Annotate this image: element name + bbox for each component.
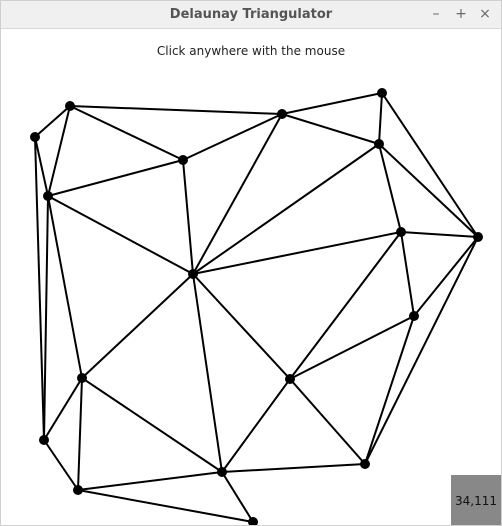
close-button[interactable]: × [479, 6, 491, 22]
triangulation-edge [182, 113, 283, 161]
triangulation-point [178, 155, 188, 165]
triangulation-edge [192, 143, 380, 275]
triangulation-edge [47, 195, 194, 275]
triangulation-point [473, 232, 483, 242]
triangulation-edge [77, 489, 254, 523]
triangulation-edge [43, 439, 79, 491]
triangulation-point [43, 191, 53, 201]
maximize-button[interactable]: + [455, 6, 467, 22]
triangulation-edge [289, 231, 402, 380]
triangulation-edge [77, 377, 83, 491]
triangulation-edge [289, 315, 415, 380]
coordinate-readout: 34,111 [455, 494, 497, 508]
triangulation-edge [192, 273, 291, 380]
triangulation-edge [43, 377, 83, 441]
triangulation-edge [378, 92, 383, 145]
triangulation-edge [47, 195, 83, 379]
triangulation-edge [69, 105, 184, 161]
triangulation-edge [192, 231, 402, 275]
triangulation-edge [413, 236, 479, 317]
triangulation-edge [221, 463, 366, 473]
triangulation-point [277, 109, 287, 119]
triangulation-edge [364, 315, 415, 465]
triangulation-point [360, 459, 370, 469]
triangulation-edge [192, 273, 223, 473]
triangulation-edge [34, 136, 45, 441]
triangulation-edge [77, 471, 223, 491]
window-title: Delaunay Triangulator [169, 7, 333, 22]
triangulation-point [73, 485, 83, 495]
triangulation-edge [281, 113, 380, 145]
minimize-button[interactable]: – [432, 6, 440, 22]
triangulation-edge [69, 105, 283, 115]
triangulation-edge [400, 231, 479, 238]
triangulation-edge [381, 92, 479, 238]
triangulation-drawing [30, 88, 483, 525]
triangulation-point [77, 373, 87, 383]
coordinate-readout-box: 34,111 [451, 475, 501, 525]
triangulation-point [248, 517, 258, 525]
triangulation-edge [400, 231, 415, 317]
triangulation-edge [34, 136, 49, 197]
triangulation-edge [221, 471, 254, 523]
triangulation-edge [192, 113, 283, 275]
triangulation-point [409, 311, 419, 321]
triangulation-edge [378, 143, 479, 238]
triangulation-edge [34, 105, 71, 138]
instruction-text: Click anywhere with the mouse [156, 44, 346, 58]
triangulation-edge [47, 105, 71, 197]
triangulation-edge [378, 143, 402, 233]
triangulation-point [217, 467, 227, 477]
triangulation-edge [47, 159, 184, 197]
triangulation-edge [43, 195, 49, 441]
triangulation-point [188, 269, 198, 279]
triangulation-point [396, 227, 406, 237]
triangulation-edge [289, 378, 366, 465]
triangulation-point [39, 435, 49, 445]
triangulation-edge [281, 92, 383, 115]
triangulation-point [374, 139, 384, 149]
triangulation-point [30, 132, 40, 142]
triangulation-edge [81, 377, 223, 473]
triangulation-edge [221, 378, 291, 473]
triangulation-edge [182, 159, 194, 275]
triangulation-point [65, 101, 75, 111]
title-bar[interactable]: Delaunay Triangulator – + × [1, 1, 501, 29]
triangulation-point [377, 88, 387, 98]
triangulation-point [285, 374, 295, 384]
triangulation-edge [364, 236, 479, 465]
triangulation-edge [81, 273, 194, 379]
drawing-canvas[interactable]: Click anywhere with the mouse 34,111 [1, 29, 501, 525]
